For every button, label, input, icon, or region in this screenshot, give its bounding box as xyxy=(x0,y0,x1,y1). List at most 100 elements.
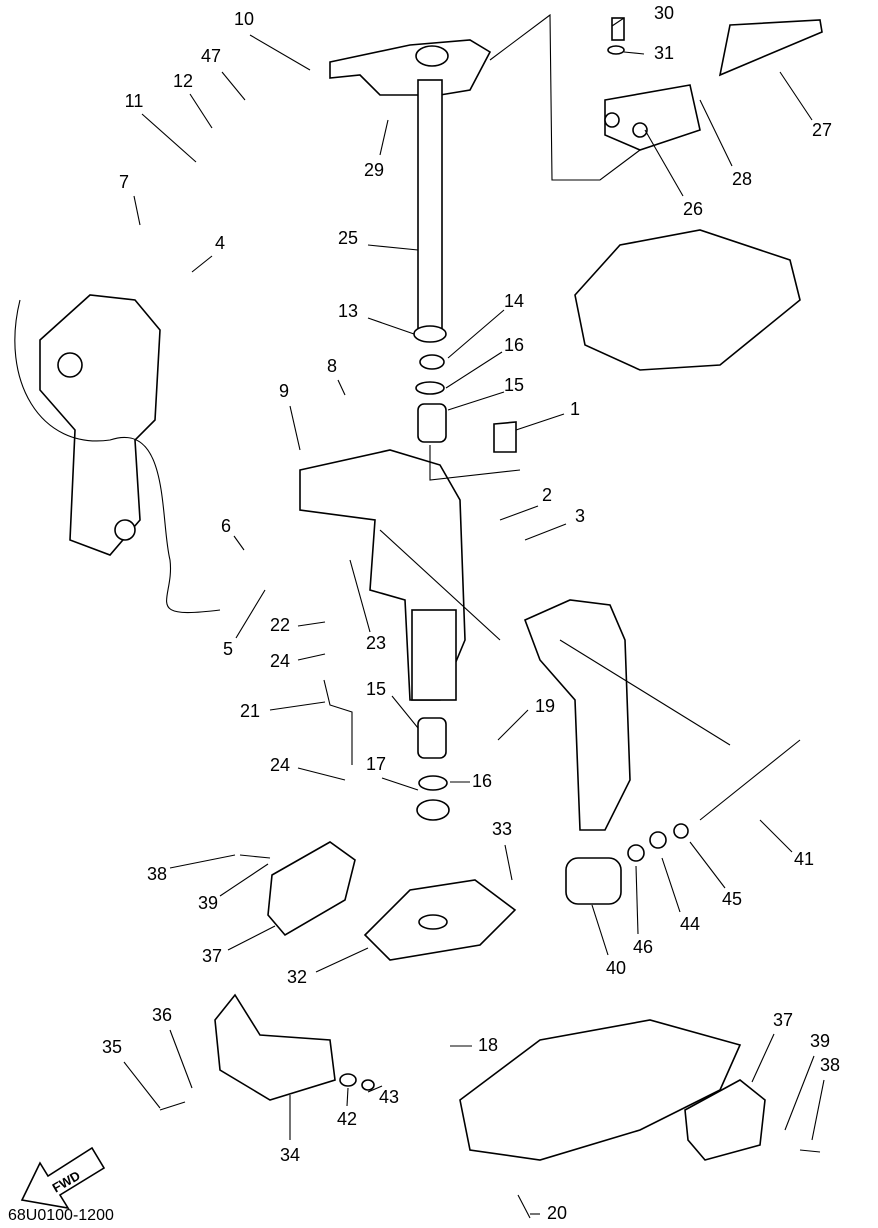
leader-line xyxy=(699,99,733,167)
callout-number: 44 xyxy=(680,914,700,934)
callout-number: 5 xyxy=(223,639,233,659)
callout-number: 27 xyxy=(812,120,832,140)
callout-number: 16 xyxy=(504,335,524,355)
callout-number: 42 xyxy=(337,1109,357,1129)
steering-arm xyxy=(329,39,492,96)
callout-number: 16 xyxy=(472,771,492,791)
callout-number: 26 xyxy=(683,199,703,219)
callout-number: 20 xyxy=(547,1203,567,1223)
callout-number: 37 xyxy=(202,946,222,966)
callout-number: 4 xyxy=(215,233,225,253)
callout-number: 34 xyxy=(280,1145,300,1165)
leader-line xyxy=(221,71,246,101)
leader-line xyxy=(337,379,346,396)
callout-number: 39 xyxy=(198,893,218,913)
callout-number: 28 xyxy=(732,169,752,189)
callout-number: 39 xyxy=(810,1031,830,1051)
callout-number: 6 xyxy=(221,516,231,536)
leader-line xyxy=(635,865,639,935)
clamp-bracket-right xyxy=(523,599,631,831)
callout-number: 30 xyxy=(654,3,674,23)
leader-line xyxy=(219,863,269,897)
callout-number: 38 xyxy=(147,864,167,884)
leader-line xyxy=(367,1085,383,1093)
callout-number: 23 xyxy=(366,633,386,653)
callout-number: 3 xyxy=(575,506,585,526)
leader-line xyxy=(249,34,311,71)
leader-line xyxy=(644,129,684,197)
upper-mount xyxy=(604,84,701,151)
leader-line xyxy=(297,767,346,781)
leader-line xyxy=(191,255,213,273)
leader-line xyxy=(189,93,213,129)
leader-line xyxy=(751,1033,775,1083)
leader-line xyxy=(227,925,276,951)
callout-number: 15 xyxy=(504,375,524,395)
leader-line xyxy=(123,1061,161,1109)
callout-number: 43 xyxy=(379,1087,399,1107)
leader-line xyxy=(235,589,266,639)
leader-line xyxy=(367,244,419,251)
leader-line xyxy=(349,559,371,633)
leader-line xyxy=(591,904,609,956)
leader-line xyxy=(811,1079,825,1141)
leader-line xyxy=(169,1029,193,1089)
leader-line xyxy=(661,857,681,913)
callout-number: 15 xyxy=(366,679,386,699)
leader-line xyxy=(315,947,369,973)
callout-number: 36 xyxy=(152,1005,172,1025)
bottom-cowling-plate xyxy=(574,229,801,371)
lower-front-cover xyxy=(214,993,336,1101)
leader-line xyxy=(611,17,625,27)
callout-number: 1 xyxy=(570,399,580,419)
leader-line xyxy=(133,195,141,226)
parts-artwork xyxy=(14,13,823,1219)
callout-number: 9 xyxy=(279,381,289,401)
callout-number: 8 xyxy=(327,356,337,376)
callout-number: 18 xyxy=(478,1035,498,1055)
callout-number: 41 xyxy=(794,849,814,869)
callout-number: 33 xyxy=(492,819,512,839)
drawing-code: 68U0100-1200 xyxy=(8,1207,114,1224)
callout-number: 46 xyxy=(633,937,653,957)
callout-number: 12 xyxy=(173,71,193,91)
leader-line xyxy=(447,391,505,411)
leader-line xyxy=(759,819,793,853)
leader-line xyxy=(169,854,236,869)
leader-line xyxy=(391,695,419,729)
callout-number: 32 xyxy=(287,967,307,987)
rubber-mount xyxy=(565,857,622,905)
callout-number: 19 xyxy=(535,696,555,716)
callout-number: 7 xyxy=(119,172,129,192)
clamp-bracket-left xyxy=(39,294,161,556)
callout-number: 45 xyxy=(722,889,742,909)
leader-line xyxy=(297,653,326,661)
leader-line xyxy=(346,1087,349,1107)
callout-number: 35 xyxy=(102,1037,122,1057)
callout-number: 29 xyxy=(364,160,384,180)
callout-number: 10 xyxy=(234,9,254,29)
leader-line xyxy=(515,413,565,431)
leader-line xyxy=(447,309,505,359)
leader-line xyxy=(524,523,567,541)
mount-cover-left xyxy=(267,841,356,937)
leader-line xyxy=(504,844,513,881)
callout-number: 31 xyxy=(654,43,674,63)
callout-number: 24 xyxy=(270,651,290,671)
leader-line xyxy=(233,535,245,551)
leader-line xyxy=(784,1055,815,1131)
callout-number: 2 xyxy=(542,485,552,505)
leader-line xyxy=(381,777,419,791)
callout-number: 40 xyxy=(606,958,626,978)
lower-case-plate xyxy=(459,1019,742,1161)
leader-line xyxy=(269,701,326,711)
mount-cover-right xyxy=(684,1079,766,1161)
leader-line xyxy=(445,351,503,389)
leader-line xyxy=(367,317,415,335)
leader-line xyxy=(379,119,389,156)
callout-number: 17 xyxy=(366,754,386,774)
callout-number: 37 xyxy=(773,1010,793,1030)
fwd-arrow: FWD xyxy=(20,1146,106,1210)
callout-number: 25 xyxy=(338,228,358,248)
